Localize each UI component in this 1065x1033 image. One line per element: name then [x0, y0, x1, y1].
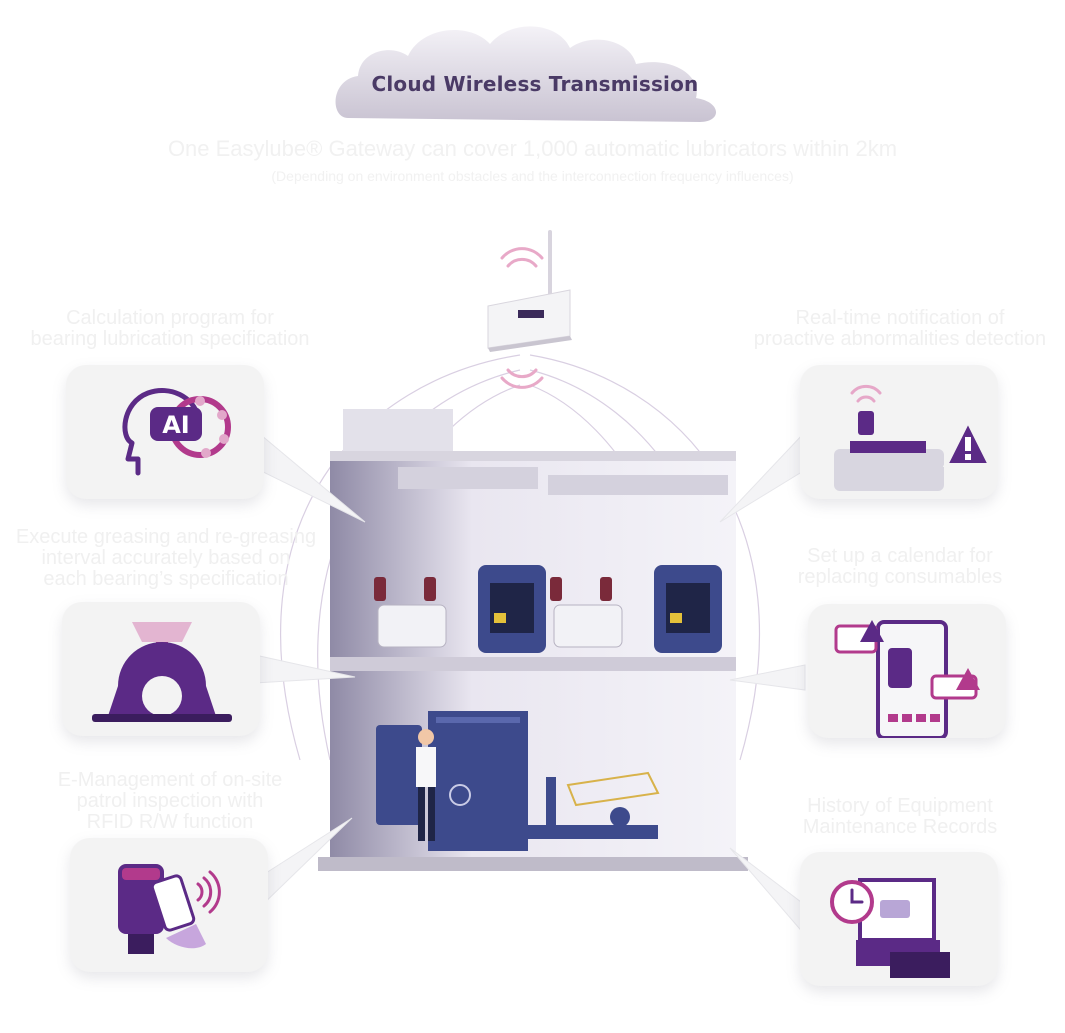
feature-card-ai: AI [66, 365, 264, 499]
label-line: replacing consumables [797, 566, 1003, 588]
phone-rfid-icon [118, 864, 221, 954]
gateway-coverage-text: One Easylube® Gateway can cover 1,000 au… [167, 136, 898, 161]
cloud-title: Cloud Wireless Transmission [371, 72, 699, 96]
feature-label-right-3: History of Equipment Maintenance Records [740, 796, 1060, 838]
label-line: RFID R/W function [86, 811, 254, 833]
feature-label-left-2: Execute greasing and re-greasing interva… [6, 527, 326, 590]
label-line: interval accurately based on [41, 547, 291, 569]
gateway-device [487, 230, 572, 389]
feature-card-rfid [70, 838, 268, 972]
label-line: proactive abnormalities detection [753, 328, 1047, 350]
motor-warning-icon [834, 384, 994, 491]
label-line: Maintenance Records [802, 816, 998, 838]
label-line: bearing lubrication specification [30, 328, 310, 350]
label-line: E-Management of on-site [57, 769, 283, 791]
feature-label-right-2: Set up a calendar for replacing consumab… [740, 546, 1060, 588]
feature-label-left-3: E-Management of on-site patrol inspectio… [10, 770, 330, 833]
label-line: Real-time notification of [795, 307, 1005, 329]
gateway-coverage-note: (Depending on environment obstacles and … [271, 168, 794, 184]
label-line: Calculation program for [66, 307, 274, 329]
svg-text:AI: AI [162, 411, 190, 439]
feature-card-calendar [808, 604, 1006, 738]
label-line: Execute greasing and re-greasing [15, 526, 317, 548]
pillow-block-bearing-icon [92, 622, 232, 722]
feature-card-bearing [62, 602, 260, 736]
ai-head-bearing-icon: AI [122, 388, 231, 476]
label-line: each bearing’s specification [43, 568, 289, 590]
cloud-shape [335, 26, 717, 122]
factory-building [318, 409, 748, 871]
label-line: Set up a calendar for [807, 545, 993, 567]
feature-card-alert [800, 365, 998, 499]
feature-label-right-1: Real-time notification of proactive abno… [740, 308, 1060, 350]
feature-label-left-1: Calculation program for bearing lubricat… [10, 308, 330, 350]
label-line: patrol inspection with [76, 790, 264, 812]
clock-records-icon [830, 878, 950, 978]
tablet-calendar-icon [834, 620, 980, 738]
feature-card-history [800, 852, 998, 986]
label-line: History of Equipment [807, 795, 993, 817]
